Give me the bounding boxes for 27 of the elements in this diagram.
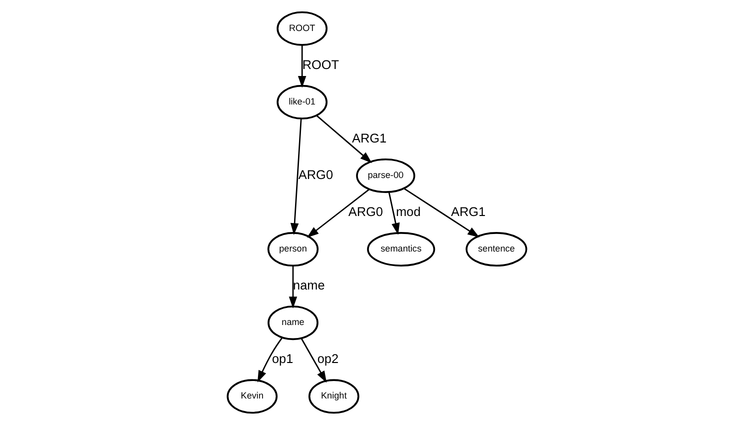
node-ellipse: sentence — [465, 232, 527, 267]
edge-label: ARG1 — [450, 204, 486, 219]
edge-label: op2 — [316, 350, 338, 366]
arrow — [288, 266, 297, 308]
arrow — [306, 188, 369, 238]
edge-label: ARG0 — [348, 204, 382, 219]
node-ellipse: Knight — [308, 379, 359, 414]
node-ellipse: ROOT — [276, 11, 328, 46]
arrow — [256, 337, 282, 382]
edge-label: ARG0 — [298, 167, 333, 182]
node-ellipse: Kevin — [226, 379, 278, 414]
arrow — [388, 192, 400, 235]
arrow — [403, 188, 479, 238]
node-ellipse: name — [267, 306, 318, 340]
node-ellipse: like-01 — [276, 84, 328, 120]
arrow — [300, 338, 326, 383]
node-ellipse: parse-00 — [356, 158, 415, 193]
edge-label: ARG1 — [352, 130, 386, 146]
arrow — [316, 115, 372, 164]
edge-label: name — [292, 277, 324, 292]
arrow — [297, 45, 306, 88]
edge-label: ROOT — [302, 56, 339, 72]
edge-label: mod — [395, 204, 420, 219]
edge-label: op1 — [271, 350, 293, 366]
node-ellipse: semantics — [366, 232, 435, 267]
node-ellipse: person — [266, 232, 318, 267]
arrow — [290, 118, 302, 235]
